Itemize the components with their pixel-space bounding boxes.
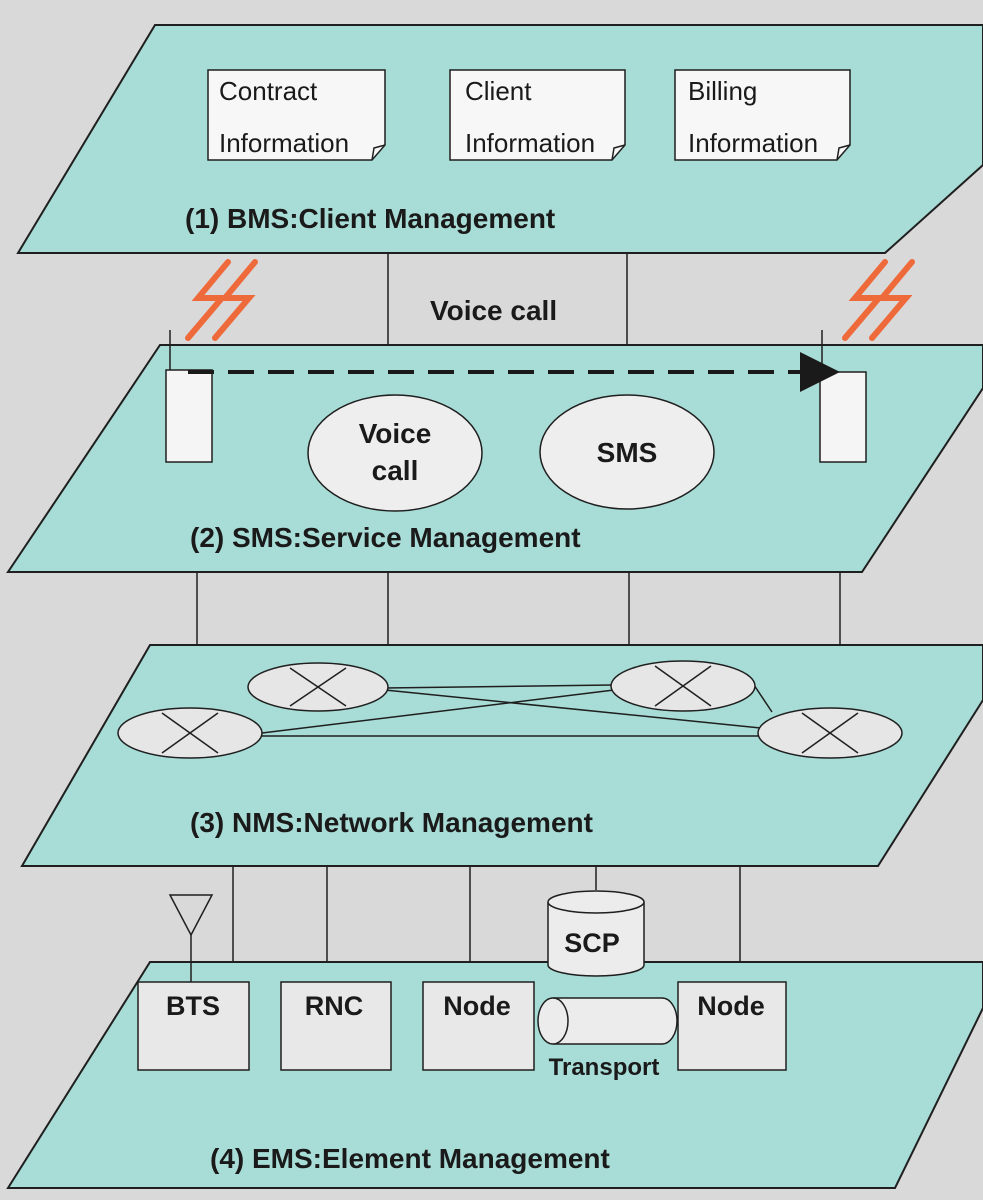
node-left-element: Node [422,981,535,1071]
node-right-element: Node [677,981,787,1071]
sms-plane [6,344,983,573]
client-information-document: Client Information [449,69,626,161]
rnc-label: RNC [305,991,364,1021]
bts-element: BTS [137,981,250,1071]
mobile-phone-left [165,330,213,463]
transport-label: Transport [549,1054,660,1081]
network-switch-top-right-icon [610,660,756,712]
bms-layer-label: (1) BMS:Client Management [185,203,555,234]
voice-call-service-line2: call [372,455,419,486]
voice-call-flow-label: Voice call [430,295,557,326]
sms-layer-label: (2) SMS:Service Management [190,522,581,553]
node-right-label: Node [697,991,765,1021]
network-switch-left-icon [117,707,263,759]
billing-information-document: Billing Information [674,69,851,161]
bts-label: BTS [166,991,220,1021]
signal-bolt-right-icon [842,259,915,341]
contract-information-document: Contract Information [207,69,386,161]
voice-call-service-line1: Voice [359,418,432,449]
rnc-element: RNC [280,981,392,1071]
client-information-line2: Information [465,128,595,158]
contract-information-line1: Contract [219,76,318,106]
billing-information-line2: Information [688,128,818,158]
network-switch-right-icon [757,707,903,759]
nms-layer-label: (3) NMS:Network Management [190,807,593,838]
scp-database-icon: SCP [547,890,645,977]
voice-call-service: Voice call [307,394,483,512]
network-links [261,681,831,737]
antenna-icon [168,894,214,982]
billing-information-line1: Billing [688,76,757,106]
signal-bolt-left-icon [185,259,258,341]
network-switch-top-left-icon [247,662,389,712]
client-information-line1: Client [465,76,532,106]
ems-layer-label: (4) EMS:Element Management [210,1143,610,1174]
transport-pipe-icon: Transport [537,997,678,1081]
sms-service-label: SMS [597,437,658,468]
scp-label: SCP [564,928,620,958]
sms-service: SMS [539,394,715,510]
contract-information-line2: Information [219,128,349,158]
node-left-label: Node [443,991,511,1021]
